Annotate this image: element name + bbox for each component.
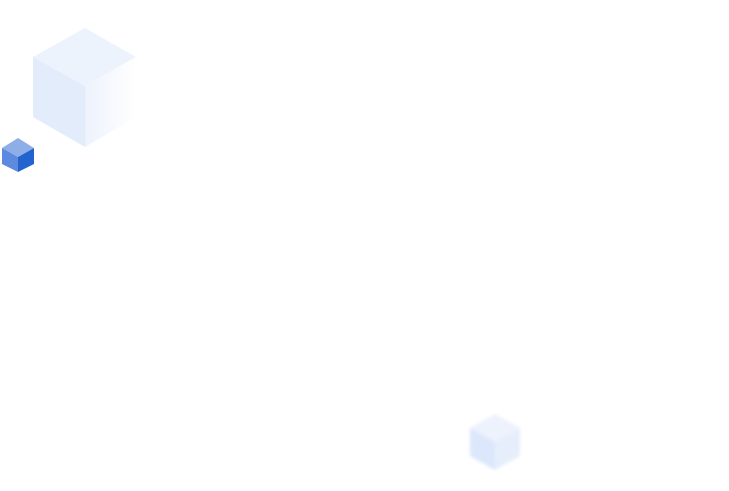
blurred-cube-icon <box>470 414 520 470</box>
small-cube-icon <box>2 138 34 172</box>
large-cube-icon <box>33 28 136 147</box>
